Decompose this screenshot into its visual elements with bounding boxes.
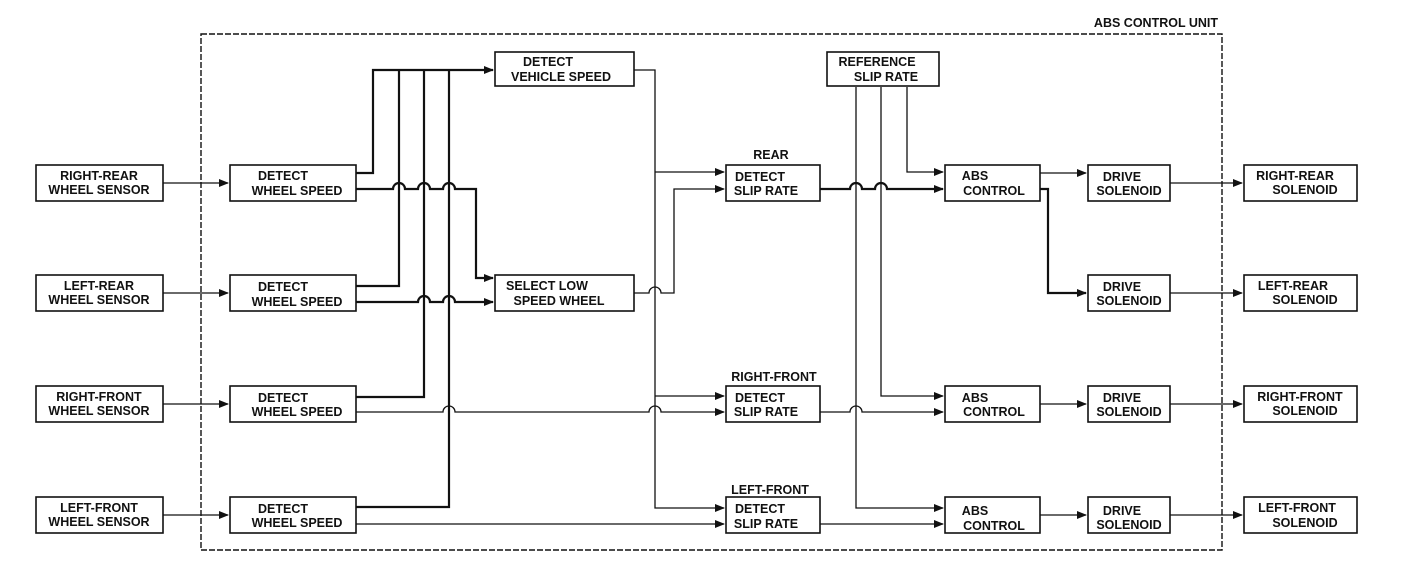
- svg-text:LEFT-FRONT: LEFT-FRONT: [60, 501, 138, 515]
- svg-text:SLIP RATE: SLIP RATE: [734, 184, 798, 198]
- svg-text:DETECT: DETECT: [258, 502, 308, 516]
- svg-text:DETECT: DETECT: [523, 55, 573, 69]
- detect-vehicle-speed-box: DETECT VEHICLE SPEED: [494, 51, 635, 87]
- svg-text:DRIVE: DRIVE: [1103, 391, 1141, 405]
- svg-text:SOLENOID: SOLENOID: [1096, 184, 1161, 198]
- detect-wheel-speed-box-2: DETECT WHEEL SPEED: [229, 274, 357, 312]
- svg-text:CONTROL: CONTROL: [963, 519, 1025, 533]
- svg-text:LEFT-REAR: LEFT-REAR: [1258, 279, 1328, 293]
- svg-text:SLIP RATE: SLIP RATE: [854, 70, 918, 84]
- svg-text:VEHICLE SPEED: VEHICLE SPEED: [511, 70, 611, 84]
- svg-text:RIGHT-REAR: RIGHT-REAR: [1256, 169, 1334, 183]
- detect-wheel-speed-box-1: DETECT WHEEL SPEED: [229, 164, 357, 202]
- abs-control-unit-label: ABS CONTROL UNIT: [1094, 16, 1218, 30]
- svg-text:WHEEL SENSOR: WHEEL SENSOR: [48, 183, 149, 197]
- svg-text:CONTROL: CONTROL: [963, 405, 1025, 419]
- detect-wheel-speed-box-4: DETECT WHEEL SPEED: [229, 496, 357, 534]
- svg-text:DRIVE: DRIVE: [1103, 504, 1141, 518]
- detect-wheel-speed-box-3: DETECT WHEEL SPEED: [229, 385, 357, 423]
- svg-text:DETECT: DETECT: [258, 169, 308, 183]
- abs-control-box-right-front: ABS CONTROL: [944, 385, 1041, 423]
- svg-text:SOLENOID: SOLENOID: [1272, 183, 1337, 197]
- svg-text:DRIVE: DRIVE: [1103, 170, 1141, 184]
- svg-text:SOLENOID: SOLENOID: [1272, 404, 1337, 418]
- svg-text:SPEED WHEEL: SPEED WHEEL: [514, 294, 605, 308]
- left-front-solenoid-box: LEFT-FRONT SOLENOID: [1243, 496, 1358, 534]
- right-front-slip-rate-label: RIGHT-FRONT: [731, 370, 817, 384]
- left-rear-solenoid-box: LEFT-REAR SOLENOID: [1243, 274, 1358, 312]
- rear-slip-rate-label: REAR: [753, 148, 788, 162]
- drive-solenoid-box-4: DRIVE SOLENOID: [1087, 496, 1171, 534]
- drive-solenoid-box-1: DRIVE SOLENOID: [1087, 164, 1171, 202]
- svg-text:RIGHT-REAR: RIGHT-REAR: [60, 169, 138, 183]
- abs-control-box-left-front: ABS CONTROL: [944, 496, 1041, 534]
- select-low-speed-wheel-box: SELECT LOW SPEED WHEEL: [494, 274, 635, 312]
- svg-text:SOLENOID: SOLENOID: [1096, 518, 1161, 532]
- reference-slip-rate-box: REFERENCE SLIP RATE: [826, 51, 940, 87]
- svg-text:ABS: ABS: [962, 169, 988, 183]
- svg-text:CONTROL: CONTROL: [963, 184, 1025, 198]
- svg-text:SLIP RATE: SLIP RATE: [734, 405, 798, 419]
- svg-text:RIGHT-FRONT: RIGHT-FRONT: [56, 390, 142, 404]
- svg-text:LEFT-FRONT: LEFT-FRONT: [1258, 501, 1336, 515]
- svg-text:ABS: ABS: [962, 504, 988, 518]
- svg-text:DETECT: DETECT: [258, 280, 308, 294]
- svg-text:DRIVE: DRIVE: [1103, 280, 1141, 294]
- left-rear-wheel-sensor-box: LEFT-REAR WHEEL SENSOR: [35, 274, 164, 312]
- svg-text:WHEEL SPEED: WHEEL SPEED: [252, 295, 343, 309]
- abs-control-box-rear: ABS CONTROL: [944, 164, 1041, 202]
- svg-text:WHEEL SENSOR: WHEEL SENSOR: [48, 515, 149, 529]
- svg-text:WHEEL SPEED: WHEEL SPEED: [252, 405, 343, 419]
- svg-text:SELECT LOW: SELECT LOW: [506, 279, 588, 293]
- svg-text:ABS: ABS: [962, 391, 988, 405]
- svg-text:DETECT: DETECT: [735, 502, 785, 516]
- right-rear-wheel-sensor-box: RIGHT-REAR WHEEL SENSOR: [35, 164, 164, 202]
- svg-text:SOLENOID: SOLENOID: [1272, 516, 1337, 530]
- left-front-wheel-sensor-box: LEFT-FRONT WHEEL SENSOR: [35, 496, 164, 534]
- abs-control-unit-frame: [200, 33, 1223, 551]
- right-front-solenoid-box: RIGHT-FRONT SOLENOID: [1243, 385, 1358, 423]
- svg-text:LEFT-REAR: LEFT-REAR: [64, 279, 134, 293]
- svg-text:SLIP RATE: SLIP RATE: [734, 517, 798, 531]
- svg-text:WHEEL SENSOR: WHEEL SENSOR: [48, 293, 149, 307]
- svg-text:SOLENOID: SOLENOID: [1096, 405, 1161, 419]
- drive-solenoid-box-2: DRIVE SOLENOID: [1087, 274, 1171, 312]
- detect-slip-rate-rear-box: DETECT SLIP RATE: [725, 164, 821, 202]
- svg-text:SOLENOID: SOLENOID: [1272, 293, 1337, 307]
- right-front-wheel-sensor-box: RIGHT-FRONT WHEEL SENSOR: [35, 385, 164, 423]
- detect-slip-rate-right-front-box: DETECT SLIP RATE: [725, 385, 821, 423]
- drive-solenoid-box-3: DRIVE SOLENOID: [1087, 385, 1171, 423]
- svg-text:REFERENCE: REFERENCE: [838, 55, 915, 69]
- detect-slip-rate-left-front-box: DETECT SLIP RATE: [725, 496, 821, 534]
- svg-text:WHEEL SPEED: WHEEL SPEED: [252, 516, 343, 530]
- left-front-slip-rate-label: LEFT-FRONT: [731, 483, 809, 497]
- right-rear-solenoid-box: RIGHT-REAR SOLENOID: [1243, 164, 1358, 202]
- svg-text:RIGHT-FRONT: RIGHT-FRONT: [1257, 390, 1343, 404]
- svg-text:DETECT: DETECT: [735, 391, 785, 405]
- svg-text:DETECT: DETECT: [258, 391, 308, 405]
- svg-text:DETECT: DETECT: [735, 170, 785, 184]
- svg-text:WHEEL SPEED: WHEEL SPEED: [252, 184, 343, 198]
- svg-text:WHEEL SENSOR: WHEEL SENSOR: [48, 404, 149, 418]
- svg-text:SOLENOID: SOLENOID: [1096, 294, 1161, 308]
- connection-wires: [163, 66, 1243, 528]
